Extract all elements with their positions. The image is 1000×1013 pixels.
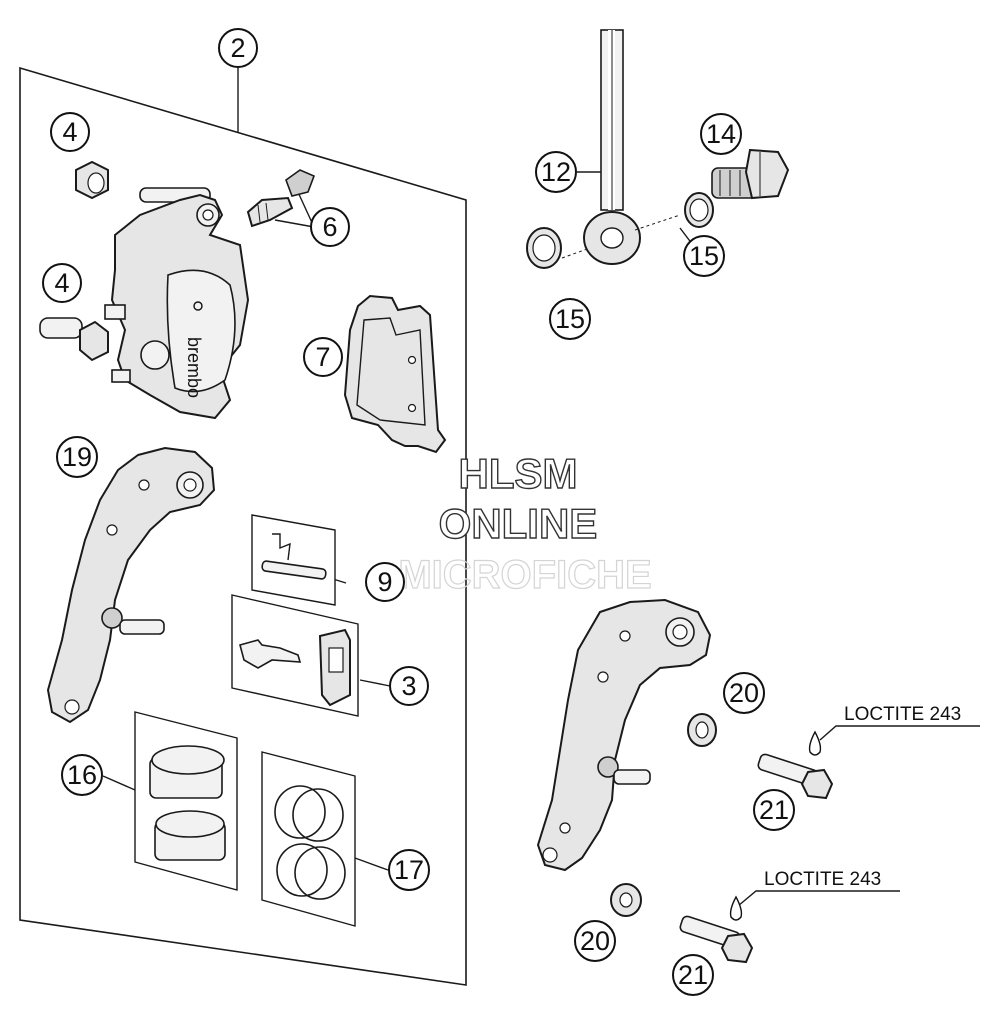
brake-pad-icon	[343, 294, 447, 454]
svg-text:21: 21	[678, 960, 708, 990]
bushing-icon	[75, 160, 109, 200]
svg-text:6: 6	[322, 212, 337, 242]
callout-4: 4	[50, 112, 90, 152]
callout-2: 2	[218, 28, 258, 68]
banjo-bolt-icon	[711, 148, 790, 200]
callout-3: 3	[389, 666, 429, 706]
svg-text:15: 15	[689, 241, 719, 271]
screw-icon	[757, 753, 834, 800]
watermark-line-2: ONLINE	[439, 500, 598, 547]
piston-kit-icon	[134, 711, 238, 891]
callout-19: 19	[56, 436, 98, 478]
seal-kit-icon	[261, 751, 356, 927]
callout-21: 21	[672, 954, 714, 996]
svg-text:14: 14	[706, 119, 736, 149]
callout-14: 14	[700, 113, 742, 155]
loctite-drop-icon	[729, 895, 743, 921]
callout-17: 17	[388, 849, 430, 891]
loctite-note: LOCTITE 243	[764, 869, 881, 890]
washer-icon	[687, 713, 717, 747]
svg-text:17: 17	[394, 855, 424, 885]
spring-kit-icon	[231, 594, 359, 717]
callout-15: 15	[683, 235, 725, 277]
svg-text:20: 20	[580, 926, 610, 956]
callout-16: 16	[61, 754, 103, 796]
washer-icon	[684, 192, 714, 228]
callout-4: 4	[42, 263, 82, 303]
svg-text:9: 9	[377, 567, 392, 597]
svg-text:21: 21	[759, 795, 789, 825]
assembly-panel	[19, 66, 467, 986]
caliper-brand-label: brembo	[184, 337, 204, 398]
pin-kit-icon	[251, 514, 336, 606]
svg-text:20: 20	[729, 678, 759, 708]
svg-text:3: 3	[401, 671, 416, 701]
brake-caliper-icon: brembo	[104, 187, 250, 420]
callout-7: 7	[303, 337, 343, 377]
caliper-support-bracket-icon	[536, 598, 712, 872]
svg-text:15: 15	[555, 304, 585, 334]
svg-text:4: 4	[62, 117, 77, 147]
brake-line-icon	[561, 29, 681, 265]
callout-9: 9	[365, 562, 405, 602]
callout-6: 6	[310, 207, 350, 247]
callout-20: 20	[723, 672, 765, 714]
washer-icon	[610, 883, 642, 917]
watermark: HLSM ONLINE MICROFICHE	[398, 449, 653, 597]
svg-text:16: 16	[67, 760, 97, 790]
screw-icon	[679, 915, 754, 964]
washer-icon	[526, 227, 562, 269]
bleeder-valve-icon	[246, 169, 316, 228]
svg-text:7: 7	[315, 342, 330, 372]
callout-12: 12	[535, 151, 577, 193]
svg-text:2: 2	[230, 33, 245, 63]
callout-21: 21	[753, 789, 795, 831]
watermark-line-1: HLSM	[459, 450, 578, 497]
loctite-note: LOCTITE 243	[844, 704, 961, 725]
svg-text:19: 19	[62, 442, 92, 472]
svg-text:4: 4	[54, 268, 69, 298]
svg-text:12: 12	[541, 157, 571, 187]
caliper-support-bracket-icon	[46, 446, 216, 724]
watermark-line-3: MICROFICHE	[398, 553, 651, 597]
loctite-drop-icon	[808, 730, 822, 756]
callout-15: 15	[549, 298, 591, 340]
callout-20: 20	[574, 920, 616, 962]
caliper-pin-icon	[39, 317, 109, 362]
